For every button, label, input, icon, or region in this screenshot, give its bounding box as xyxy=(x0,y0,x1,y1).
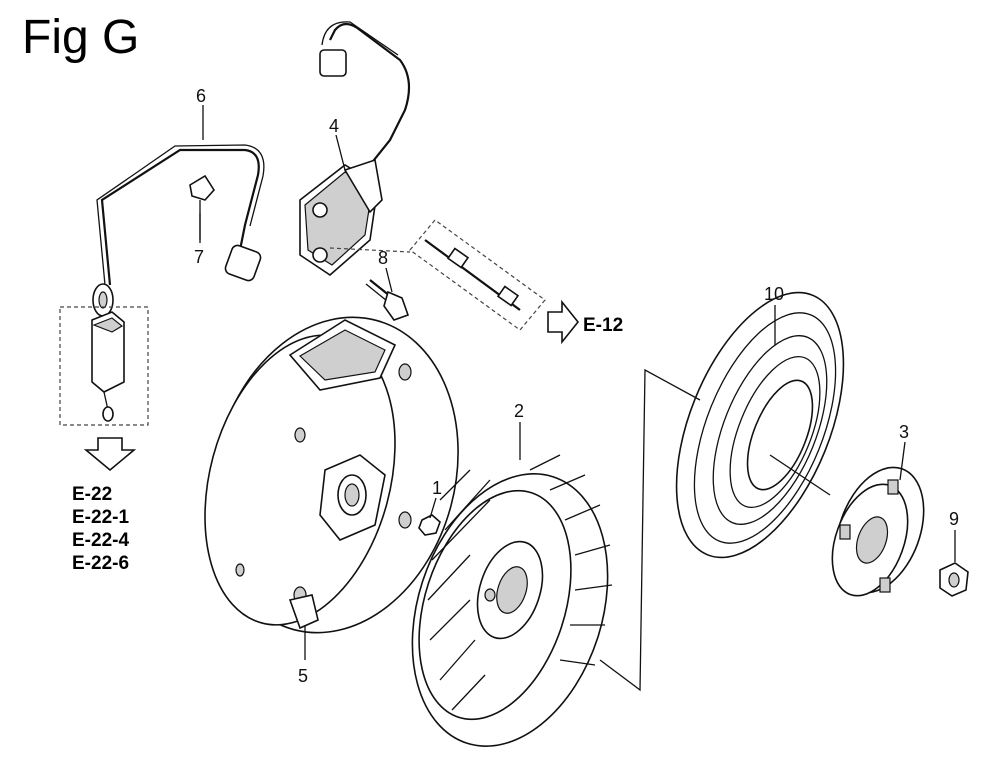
callout-6: 6 xyxy=(196,86,206,106)
starter-nut-part[interactable] xyxy=(939,562,969,597)
callout-10: 10 xyxy=(764,284,784,304)
arrow-down-icon xyxy=(83,437,137,472)
reference-e-22-6[interactable]: E-22-6 xyxy=(72,553,129,574)
callout-9: 9 xyxy=(949,509,959,529)
ground-wire-part[interactable] xyxy=(92,144,265,317)
callout-3: 3 xyxy=(899,422,909,442)
reference-e-22[interactable]: E-22 xyxy=(72,484,112,505)
leader-lines xyxy=(199,105,956,692)
reference-e-12[interactable]: E-12 xyxy=(583,315,623,336)
flywheel-nut-part[interactable] xyxy=(418,514,441,536)
callout-4: 4 xyxy=(329,116,339,136)
reference-e-22-1[interactable]: E-22-1 xyxy=(72,507,129,528)
callout-5: 5 xyxy=(298,666,308,686)
callout-8: 8 xyxy=(378,248,388,268)
fan-cover-part[interactable] xyxy=(175,289,493,660)
wire-clip-part[interactable] xyxy=(189,174,216,240)
flywheel-part[interactable] xyxy=(379,448,641,758)
figure-title: Fig G xyxy=(22,11,140,64)
callout-7: 7 xyxy=(194,247,204,267)
coil-bolt-part[interactable] xyxy=(365,279,410,321)
starter-pulley-part[interactable] xyxy=(643,269,878,581)
switch-box xyxy=(59,306,149,426)
starter-cup-part[interactable] xyxy=(818,455,940,606)
ignition-coil-part[interactable] xyxy=(299,21,411,277)
ignition-hardware-box xyxy=(409,219,546,331)
reference-e-22-4[interactable]: E-22-4 xyxy=(72,530,129,551)
callout-2: 2 xyxy=(514,401,524,421)
callout-1: 1 xyxy=(432,478,442,498)
arrow-right-icon xyxy=(547,299,580,345)
